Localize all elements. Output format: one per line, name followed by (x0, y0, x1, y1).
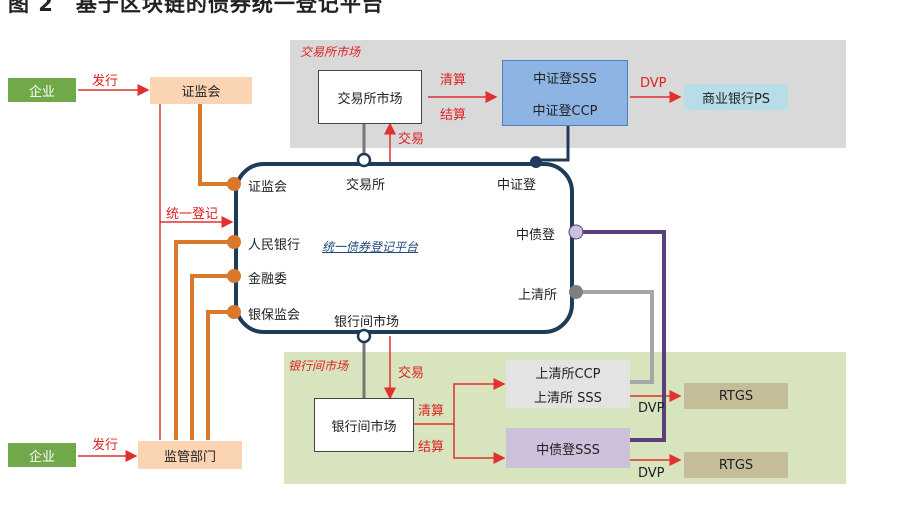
platform-node-ccdc: 中债登 (516, 228, 556, 243)
shch-ccp-label: 上清所CCP (535, 366, 601, 382)
shch-sss-label: 上清所 SSS (534, 390, 602, 406)
trade-label-bottom: 交易 (398, 366, 425, 381)
ccdc-link (578, 230, 666, 442)
platform-node-shch: 上清所 (518, 288, 558, 303)
shch-box: 上清所CCP 上清所 SSS (506, 360, 630, 408)
dvp-label-top: DVP (640, 76, 667, 91)
platform-node-csdc: 中证登 (497, 178, 537, 193)
pboc-node-dot (227, 235, 241, 249)
platform-node-interbank: 银行间市场 (334, 315, 400, 330)
cbirc-link (206, 310, 234, 440)
csrc-box: 证监会 (150, 77, 252, 104)
exchange-zone-label: 交易所市场 (300, 45, 361, 59)
ccdc-node-dot (568, 224, 584, 240)
figure-title: 图 2 基于区块链的债券统一登记平台 (8, 0, 384, 16)
platform-node-cbirc: 银保监会 (248, 308, 301, 323)
platform-node-pboc: 人民银行 (248, 238, 301, 253)
commercial-bank-ps-box: 商业银行PS (684, 84, 788, 110)
clearing-label-bottom: 清算 (418, 404, 445, 419)
exchange-node-dot (356, 152, 372, 168)
fsdc-node-dot (227, 269, 241, 283)
platform-node-csrc: 证监会 (248, 180, 288, 195)
pboc-link (174, 240, 234, 440)
fsdc-link (190, 274, 234, 440)
ccdc-sss-box: 中债登SSS (506, 428, 630, 468)
csdc-sss-label: 中证登SSS (533, 71, 597, 87)
trade-label-top: 交易 (398, 132, 425, 147)
platform-name: 统一债券登记平台 (322, 240, 419, 254)
shch-link (578, 290, 654, 384)
regulators-box: 监管部门 (138, 441, 242, 469)
interbank-zone-label: 银行间市场 (288, 359, 349, 373)
shch-node-dot (569, 285, 583, 299)
settlement-arrow-bottom (453, 424, 506, 464)
settlement-label-top: 结算 (440, 108, 467, 123)
interbank-node-dot (356, 328, 372, 344)
issue-label-top: 发行 (92, 74, 119, 89)
csrc-link (198, 104, 234, 186)
issue-label-bottom: 发行 (92, 438, 119, 453)
enterprise-box-bottom: 企业 (8, 443, 76, 467)
unified-registration-label: 统一登记 (166, 207, 219, 222)
exchange-market-box: 交易所市场 (318, 70, 422, 124)
enterprise-box-top: 企业 (8, 78, 76, 102)
clearing-arrow-bottom (414, 378, 506, 425)
cbirc-node-dot (227, 305, 241, 319)
csdc-node-dot (530, 156, 542, 168)
dvp-label-mid: DVP (638, 401, 665, 416)
csdc-box: 中证登SSS 中证登CCP (502, 60, 628, 126)
clearing-label-top: 清算 (440, 73, 467, 88)
dvp-label-bottom: DVP (638, 466, 665, 481)
settlement-label-bottom: 结算 (418, 440, 445, 455)
interbank-market-box: 银行间市场 (314, 398, 414, 452)
csrc-node-dot (227, 177, 241, 191)
csdc-ccp-label: 中证登CCP (532, 103, 598, 119)
rtgs-box-top: RTGS (684, 383, 788, 409)
platform-node-exchange: 交易所 (346, 178, 386, 193)
csdc-link (540, 126, 570, 162)
platform-node-fsdc: 金融委 (248, 272, 288, 287)
rtgs-box-bottom: RTGS (684, 452, 788, 478)
